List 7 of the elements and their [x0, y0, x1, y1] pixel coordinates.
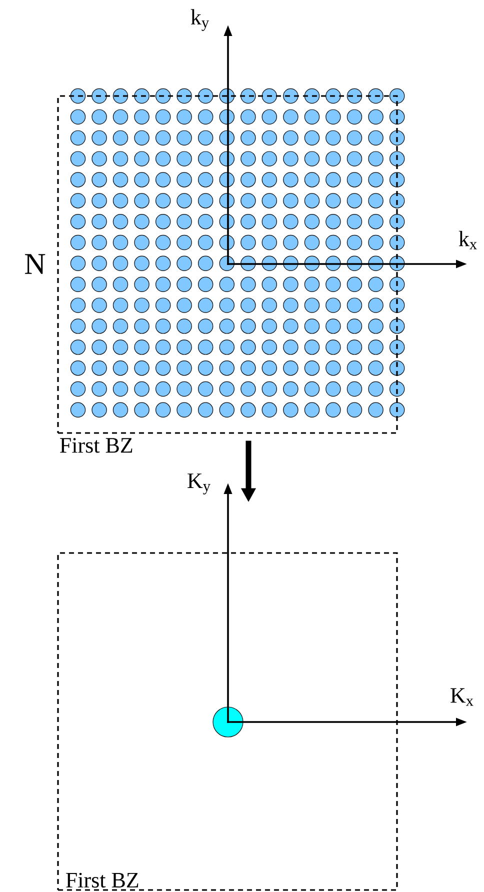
axis-label: k$_{y}$: [190, 9, 210, 31]
axis-label: K$_{y}$: [188, 474, 210, 494]
box-label: First BZ: [66, 872, 138, 888]
dashed-box: [57, 552, 398, 891]
axis-label: K$_{x}$: [450, 688, 474, 706]
box-label: First BZ: [60, 438, 132, 453]
axis-label: k$_{x}$: [458, 230, 477, 250]
